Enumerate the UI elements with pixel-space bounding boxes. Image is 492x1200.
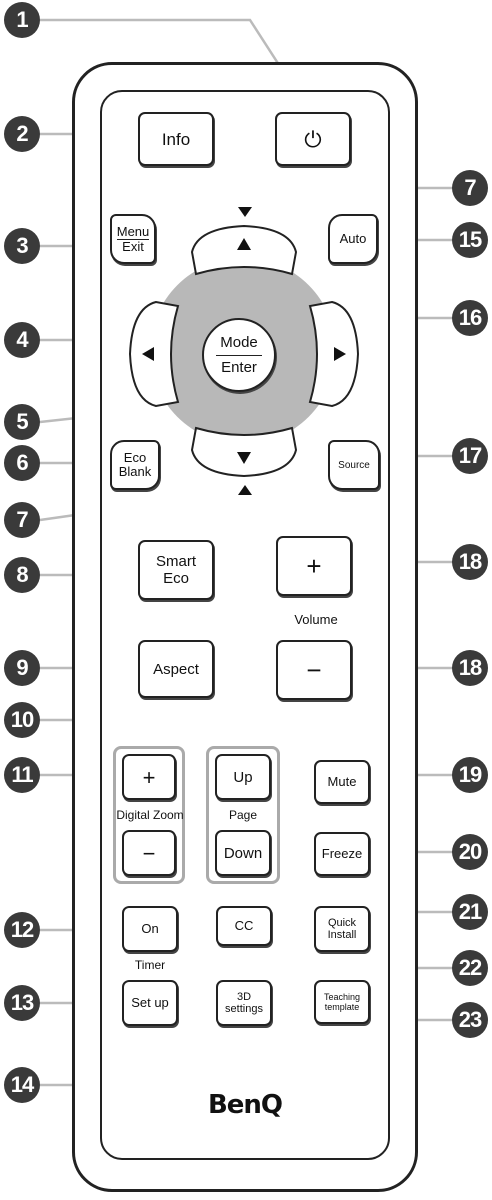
minus-icon: − bbox=[306, 654, 322, 685]
cc-label: CC bbox=[234, 918, 254, 933]
callout-badge: 2 bbox=[4, 116, 40, 152]
quick-install-button[interactable]: Quick Install bbox=[314, 906, 370, 952]
minus-icon: − bbox=[142, 840, 156, 866]
cc-button[interactable]: CC bbox=[216, 906, 272, 946]
callout-badge: 6 bbox=[4, 445, 40, 481]
callout-badge: 11 bbox=[4, 757, 40, 793]
callout-badge: 7 bbox=[452, 170, 488, 206]
callout-badge: 23 bbox=[452, 1002, 488, 1038]
callout-badge: 10 bbox=[4, 702, 40, 738]
mute-button[interactable]: Mute bbox=[314, 760, 370, 804]
callout-badge: 20 bbox=[452, 834, 488, 870]
callout-badge: 16 bbox=[452, 300, 488, 336]
callout-badge: 17 bbox=[452, 438, 488, 474]
on-label: On bbox=[141, 921, 159, 936]
triangle-up-icon bbox=[237, 238, 251, 250]
enter-label: Enter bbox=[221, 359, 257, 376]
right-arrow-button[interactable] bbox=[306, 298, 362, 410]
quick-label: Quick bbox=[327, 917, 357, 929]
eco-label: Eco bbox=[123, 450, 147, 465]
install-label: Install bbox=[327, 929, 357, 941]
callout-badge: 15 bbox=[452, 222, 488, 258]
source-label: Source bbox=[338, 459, 370, 471]
exit-label: Exit bbox=[122, 238, 144, 254]
info-button[interactable]: Info bbox=[138, 112, 214, 166]
auto-button[interactable]: Auto bbox=[328, 214, 378, 264]
callout-badge: 9 bbox=[4, 650, 40, 686]
volume-down-button[interactable]: − bbox=[276, 640, 352, 700]
menu-exit-button[interactable]: Menu Exit bbox=[110, 214, 156, 264]
smart-eco-label: Eco bbox=[163, 570, 189, 587]
callout-badge: 14 bbox=[4, 1067, 40, 1103]
keystone-up-icon bbox=[238, 485, 252, 495]
info-label: Info bbox=[161, 129, 191, 149]
setup-label: Set up bbox=[131, 995, 169, 1010]
aspect-label: Aspect bbox=[153, 660, 199, 678]
menu-label: Menu bbox=[116, 223, 150, 240]
zoom-in-button[interactable]: + bbox=[122, 754, 176, 800]
source-button[interactable]: Source bbox=[328, 440, 380, 490]
blank-label: Blank bbox=[118, 464, 152, 479]
timer-on-button[interactable]: On bbox=[122, 906, 178, 952]
plus-icon: + bbox=[142, 764, 156, 790]
3d-label: 3D bbox=[236, 991, 252, 1003]
page-down-label: Down bbox=[223, 844, 263, 862]
power-button[interactable]: ⏻ bbox=[275, 112, 351, 166]
power-icon: ⏻ bbox=[304, 126, 322, 152]
freeze-label: Freeze bbox=[321, 846, 363, 861]
callout-badge: 18 bbox=[452, 650, 488, 686]
up-arrow-button[interactable] bbox=[188, 222, 300, 278]
callout-badge: 21 bbox=[452, 894, 488, 930]
mode-divider bbox=[216, 355, 262, 356]
callout-badge: 22 bbox=[452, 950, 488, 986]
template-label: template bbox=[324, 1002, 360, 1012]
smart-eco-button[interactable]: Smart Eco bbox=[138, 540, 214, 600]
callout-badge: 18 bbox=[452, 544, 488, 580]
down-arrow-button[interactable] bbox=[188, 424, 300, 480]
settings-label: settings bbox=[225, 1003, 263, 1015]
callout-badge: 3 bbox=[4, 228, 40, 264]
triangle-down-icon bbox=[237, 452, 251, 464]
callout-badge: 19 bbox=[452, 757, 488, 793]
smart-label: Smart bbox=[155, 553, 196, 570]
triangle-right-icon bbox=[334, 347, 346, 361]
timer-setup-button[interactable]: Set up bbox=[122, 980, 178, 1026]
page-up-button[interactable]: Up bbox=[215, 754, 271, 800]
mute-label: Mute bbox=[327, 774, 357, 789]
callout-badge: 13 bbox=[4, 985, 40, 1021]
benq-logo: BenQ bbox=[207, 1090, 283, 1120]
page-label: Page bbox=[228, 808, 258, 822]
digital-zoom-label: Digital Zoom bbox=[116, 808, 184, 822]
page-group bbox=[206, 746, 280, 884]
zoom-out-button[interactable]: − bbox=[122, 830, 176, 876]
aspect-button[interactable]: Aspect bbox=[138, 640, 214, 698]
mode-label: Mode bbox=[220, 334, 258, 351]
left-arrow-button[interactable] bbox=[126, 298, 182, 410]
3d-settings-button[interactable]: 3D settings bbox=[216, 980, 272, 1026]
teaching-label: Teaching bbox=[323, 992, 361, 1002]
callout-badge: 1 bbox=[4, 2, 40, 38]
freeze-button[interactable]: Freeze bbox=[314, 832, 370, 876]
triangle-left-icon bbox=[142, 347, 154, 361]
page-down-button[interactable]: Down bbox=[215, 830, 271, 876]
callout-badge: 7 bbox=[4, 502, 40, 538]
auto-label: Auto bbox=[339, 231, 367, 246]
timer-label: Timer bbox=[134, 958, 166, 972]
plus-icon: + bbox=[306, 550, 322, 581]
volume-label: Volume bbox=[294, 612, 338, 627]
page-up-label: Up bbox=[233, 768, 253, 786]
callout-badge: 4 bbox=[4, 322, 40, 358]
volume-up-button[interactable]: + bbox=[276, 536, 352, 596]
teaching-template-button[interactable]: Teaching template bbox=[314, 980, 370, 1024]
keystone-down-icon bbox=[238, 207, 252, 217]
callout-badge: 8 bbox=[4, 557, 40, 593]
mode-enter-button[interactable]: Mode Enter bbox=[202, 318, 276, 392]
callout-badge: 5 bbox=[4, 404, 40, 440]
eco-blank-button[interactable]: Eco Blank bbox=[110, 440, 160, 490]
digital-zoom-group bbox=[113, 746, 185, 884]
callout-badge: 12 bbox=[4, 912, 40, 948]
